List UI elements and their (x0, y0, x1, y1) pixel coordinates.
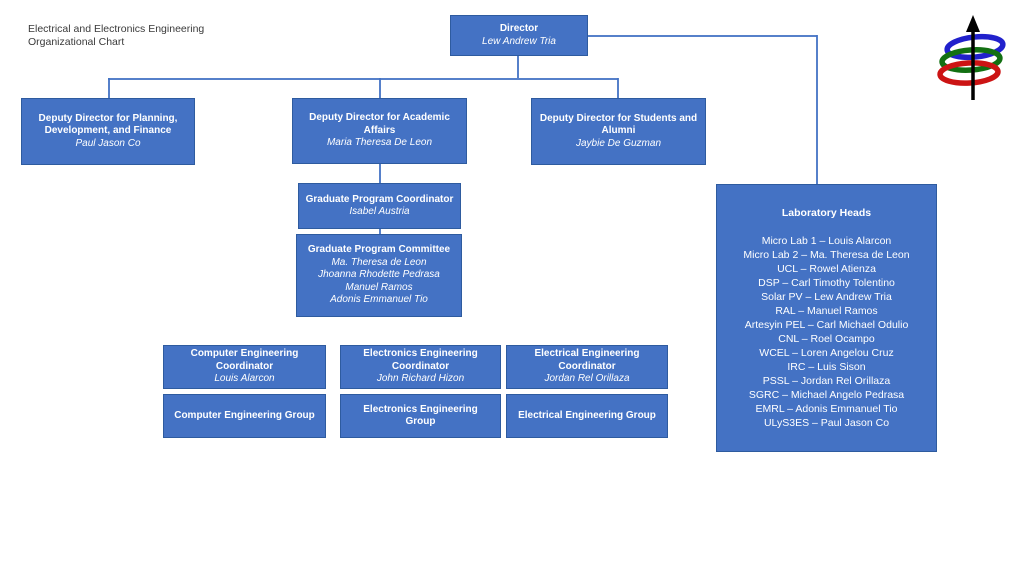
org-node-deputy-planning: Deputy Director for Planning, Developmen… (21, 98, 195, 165)
org-node-director: Director Lew Andrew Tria (450, 15, 588, 56)
lab-entry: RAL – Manuel Ramos (775, 304, 878, 317)
node-person: John Richard Hizon (376, 373, 465, 385)
connector-deputy-planning (108, 78, 110, 98)
node-title: Deputy Director for Students and Alumni (539, 112, 698, 137)
connector-director-down (517, 56, 519, 78)
connector-grad-coordinator-to-committee (379, 229, 381, 235)
slide-title: Electrical and Electronics Engineering O… (28, 23, 204, 49)
org-node-group-electronics: Electronics Engineering Group (340, 394, 501, 438)
connector-deputies-horizontal (108, 78, 618, 80)
node-title: Graduate Program Committee (307, 244, 451, 256)
node-title: Graduate Program Coordinator (305, 193, 454, 205)
org-node-group-computer: Computer Engineering Group (163, 394, 326, 438)
lab-entry: IRC – Luis Sison (787, 360, 866, 373)
node-person: Louis Alarcon (214, 373, 275, 385)
org-node-lab-heads: Laboratory Heads Micro Lab 1 – Louis Ala… (716, 184, 937, 452)
org-node-coordinator-electronics: Electronics Engineering Coordinator John… (340, 345, 501, 389)
node-person: Jordan Rel Orillaza (544, 373, 630, 385)
lab-entry: UCL – Rowel Atienza (777, 262, 876, 275)
lab-entry: PSSL – Jordan Rel Orillaza (762, 374, 891, 387)
org-node-coordinator-electrical: Electrical Engineering Coordinator Jorda… (506, 345, 668, 389)
node-person: Lew Andrew Tria (482, 35, 556, 47)
connector-director-right (588, 35, 817, 37)
committee-member: Ma. Theresa de Leon (331, 256, 427, 268)
lab-entry: EMRL – Adonis Emmanuel Tio (755, 402, 898, 415)
committee-member: Jhoanna Rhodette Pedrasa (318, 269, 440, 281)
node-title: Electrical Engineering Group (518, 409, 656, 421)
lab-heads-title: Laboratory Heads (781, 207, 872, 219)
org-node-grad-committee: Graduate Program Committee Ma. Theresa d… (296, 234, 462, 317)
node-person: Paul Jason Co (75, 137, 141, 149)
node-title: Deputy Director for Planning, Developmen… (38, 112, 178, 137)
node-person: Jaybie De Guzman (575, 137, 662, 149)
node-title: Electronics Engineering Group (363, 403, 478, 428)
lab-entry: Micro Lab 2 – Ma. Theresa de Leon (743, 248, 910, 261)
org-node-deputy-students: Deputy Director for Students and Alumni … (531, 98, 706, 165)
node-title: Computer Engineering Group (174, 409, 315, 421)
lab-entry: SGRC – Michael Angelo Pedrasa (748, 388, 905, 401)
node-person: Maria Theresa De Leon (326, 137, 433, 149)
lab-entry: Solar PV – Lew Andrew Tria (761, 290, 892, 303)
slide-title-line2: Organizational Chart (28, 36, 125, 48)
org-node-deputy-academic: Deputy Director for Academic Affairs Mar… (292, 98, 467, 164)
node-title: Director (499, 23, 539, 34)
node-title: Electronics Engineering Coordinator (363, 348, 478, 372)
logo-svg (937, 15, 1006, 100)
connector-academic-to-grad-coordinator (379, 164, 381, 183)
org-node-grad-coordinator: Graduate Program Coordinator Isabel Aust… (298, 183, 461, 229)
committee-member: Manuel Ramos (345, 281, 413, 293)
node-title: Computer Engineering Coordinator (190, 348, 299, 372)
lab-entry: Artesyin PEL – Carl Michael Odulio (744, 318, 909, 331)
org-node-group-electrical: Electrical Engineering Group (506, 394, 668, 438)
org-node-coordinator-computer: Computer Engineering Coordinator Louis A… (163, 345, 326, 389)
committee-member: Adonis Emmanuel Tio (330, 294, 428, 306)
lab-entry: DSP – Carl Timothy Tolentino (758, 276, 895, 289)
three-axis-rings-logo-icon (925, 12, 1010, 109)
lab-entry: CNL – Roel Ocampo (778, 332, 875, 345)
lab-entry: ULyS3ES – Paul Jason Co (763, 416, 890, 429)
lab-entry: WCEL – Loren Angelou Cruz (759, 346, 894, 359)
slide-title-line1: Electrical and Electronics Engineering (28, 23, 205, 35)
lab-entry: Micro Lab 1 – Louis Alarcon (761, 234, 892, 247)
connector-deputy-students (617, 78, 619, 98)
connector-deputy-academic (379, 78, 381, 98)
node-person: Isabel Austria (349, 206, 410, 217)
connector-lab-heads-down (816, 35, 818, 184)
node-title: Deputy Director for Academic Affairs (309, 112, 450, 136)
node-title: Electrical Engineering Coordinator (534, 348, 640, 372)
